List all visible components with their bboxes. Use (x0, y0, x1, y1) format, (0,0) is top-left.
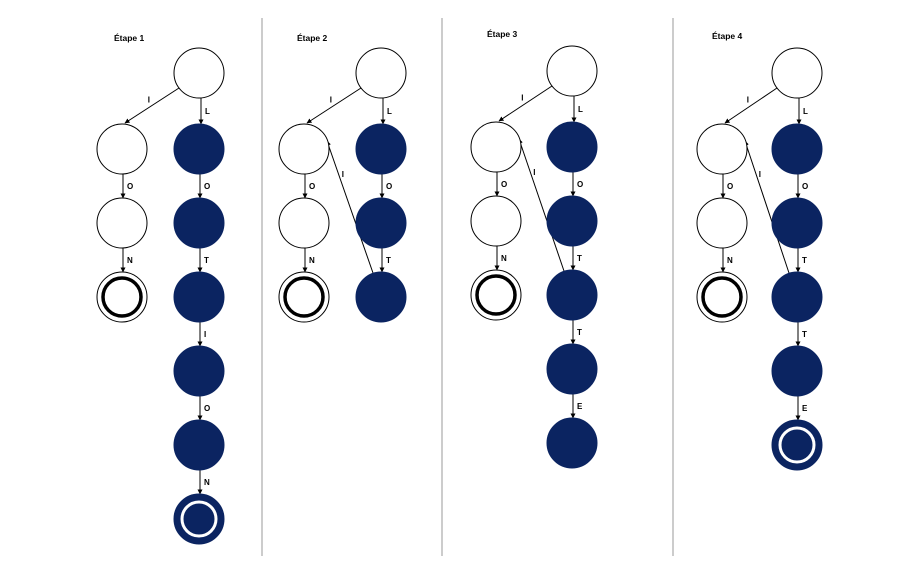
transition-label: T (802, 330, 807, 339)
transition-arrow (124, 87, 180, 124)
state-node-filled (546, 121, 598, 173)
transition-label: O (802, 182, 808, 191)
state-node (96, 197, 148, 249)
state-node-filled (546, 269, 598, 321)
transition-label: N (309, 256, 315, 265)
transition-label: N (204, 478, 210, 487)
transition-label: E (802, 404, 808, 413)
panels: Étape 1 I L O N O T I O N Étape 2 I L O N O T I Étape 3 I L O… (96, 29, 823, 545)
state-node-filled (173, 123, 225, 175)
transition-label: N (501, 254, 507, 263)
final-state-ring (180, 500, 218, 538)
state-node (771, 47, 823, 99)
state-node-filled (355, 197, 407, 249)
step-title: Étape 2 (297, 33, 328, 43)
state-node (470, 121, 522, 173)
transition-label: L (803, 107, 808, 116)
transition-label: O (386, 182, 392, 191)
final-state-ring (701, 276, 743, 318)
transition-label: L (205, 107, 210, 116)
state-node-filled (771, 123, 823, 175)
transition-label: T (577, 254, 582, 263)
state-node-filled (546, 195, 598, 247)
panel-1: Étape 1 I L O N O T I O N (96, 33, 225, 545)
state-node (278, 123, 330, 175)
state-node (355, 47, 407, 99)
transition-arrow (306, 87, 362, 124)
transition-label: O (204, 404, 210, 413)
state-node (546, 45, 598, 97)
step-title: Étape 1 (114, 33, 145, 43)
transition-label: I (759, 170, 761, 179)
transition-label: T (577, 328, 582, 337)
state-node-filled (771, 197, 823, 249)
state-node (696, 197, 748, 249)
transition-label: I (204, 330, 206, 339)
state-node-filled (355, 271, 407, 323)
transition-label: I (747, 96, 749, 105)
state-node-filled (771, 271, 823, 323)
transition-label: O (727, 182, 733, 191)
transition-label: I (533, 168, 535, 177)
state-node (173, 47, 225, 99)
state-node-filled (173, 271, 225, 323)
transition-label: L (578, 105, 583, 114)
transition-arrow (326, 140, 374, 274)
transition-label: T (386, 256, 391, 265)
state-node-filled (173, 419, 225, 471)
transition-label: T (204, 256, 209, 265)
state-node-filled (355, 123, 407, 175)
step-title: Étape 3 (487, 29, 518, 39)
transition-label: O (204, 182, 210, 191)
final-state-ring (283, 276, 325, 318)
state-node-filled (546, 343, 598, 395)
transition-label: N (727, 256, 733, 265)
transition-label: I (330, 96, 332, 105)
panel-separators (261, 18, 674, 556)
panel-4: Étape 4 I L O N O T T E I (696, 31, 823, 471)
state-node (696, 123, 748, 175)
transition-arrow (724, 87, 778, 124)
transition-label: O (501, 180, 507, 189)
transition-label: O (309, 182, 315, 191)
transition-label: T (802, 256, 807, 265)
final-state-ring (475, 274, 517, 316)
state-node (96, 123, 148, 175)
state-node (470, 195, 522, 247)
transition-label: N (127, 256, 133, 265)
panel-2: Étape 2 I L O N O T I (278, 33, 407, 323)
final-state-ring (778, 426, 816, 464)
transition-arrow (498, 85, 553, 122)
transition-arrow (744, 140, 790, 274)
transition-label: O (127, 182, 133, 191)
transition-label: I (521, 94, 523, 103)
step-title: Étape 4 (712, 31, 743, 41)
state-node (278, 197, 330, 249)
transition-label: I (342, 170, 344, 179)
state-node-filled (173, 345, 225, 397)
state-node-filled (173, 197, 225, 249)
state-node-filled (546, 417, 598, 469)
transition-arrow (518, 138, 565, 272)
final-state-ring (101, 276, 143, 318)
transition-label: E (577, 402, 583, 411)
transition-label: L (387, 107, 392, 116)
panel-3: Étape 3 I L O N O T T E I (470, 29, 598, 469)
transition-label: I (148, 96, 150, 105)
state-node-filled (771, 345, 823, 397)
transition-label: O (577, 180, 583, 189)
